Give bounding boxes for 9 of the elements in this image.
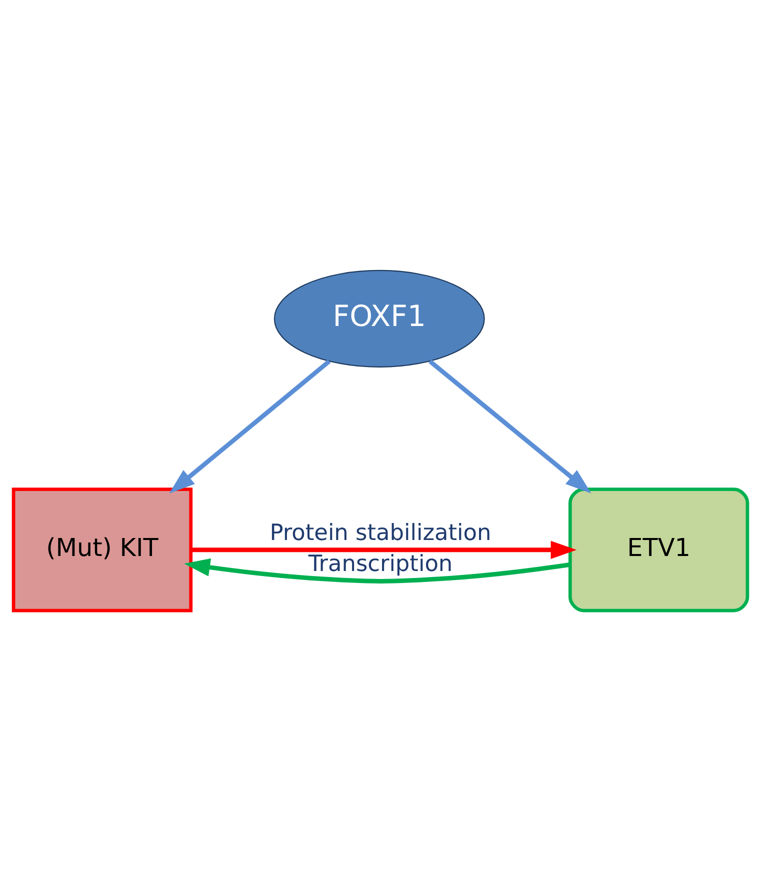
node-ellipse: FOXF1 xyxy=(274,269,485,368)
edge-label: Transcription xyxy=(308,550,453,577)
arrow xyxy=(428,359,592,493)
arrow xyxy=(191,540,577,558)
arrow xyxy=(169,359,331,493)
node-box: ETV1 xyxy=(568,487,750,612)
node-box: (Mut) KIT xyxy=(12,487,193,612)
edge-label: Protein stabilization xyxy=(270,519,492,546)
arrow xyxy=(184,558,570,583)
